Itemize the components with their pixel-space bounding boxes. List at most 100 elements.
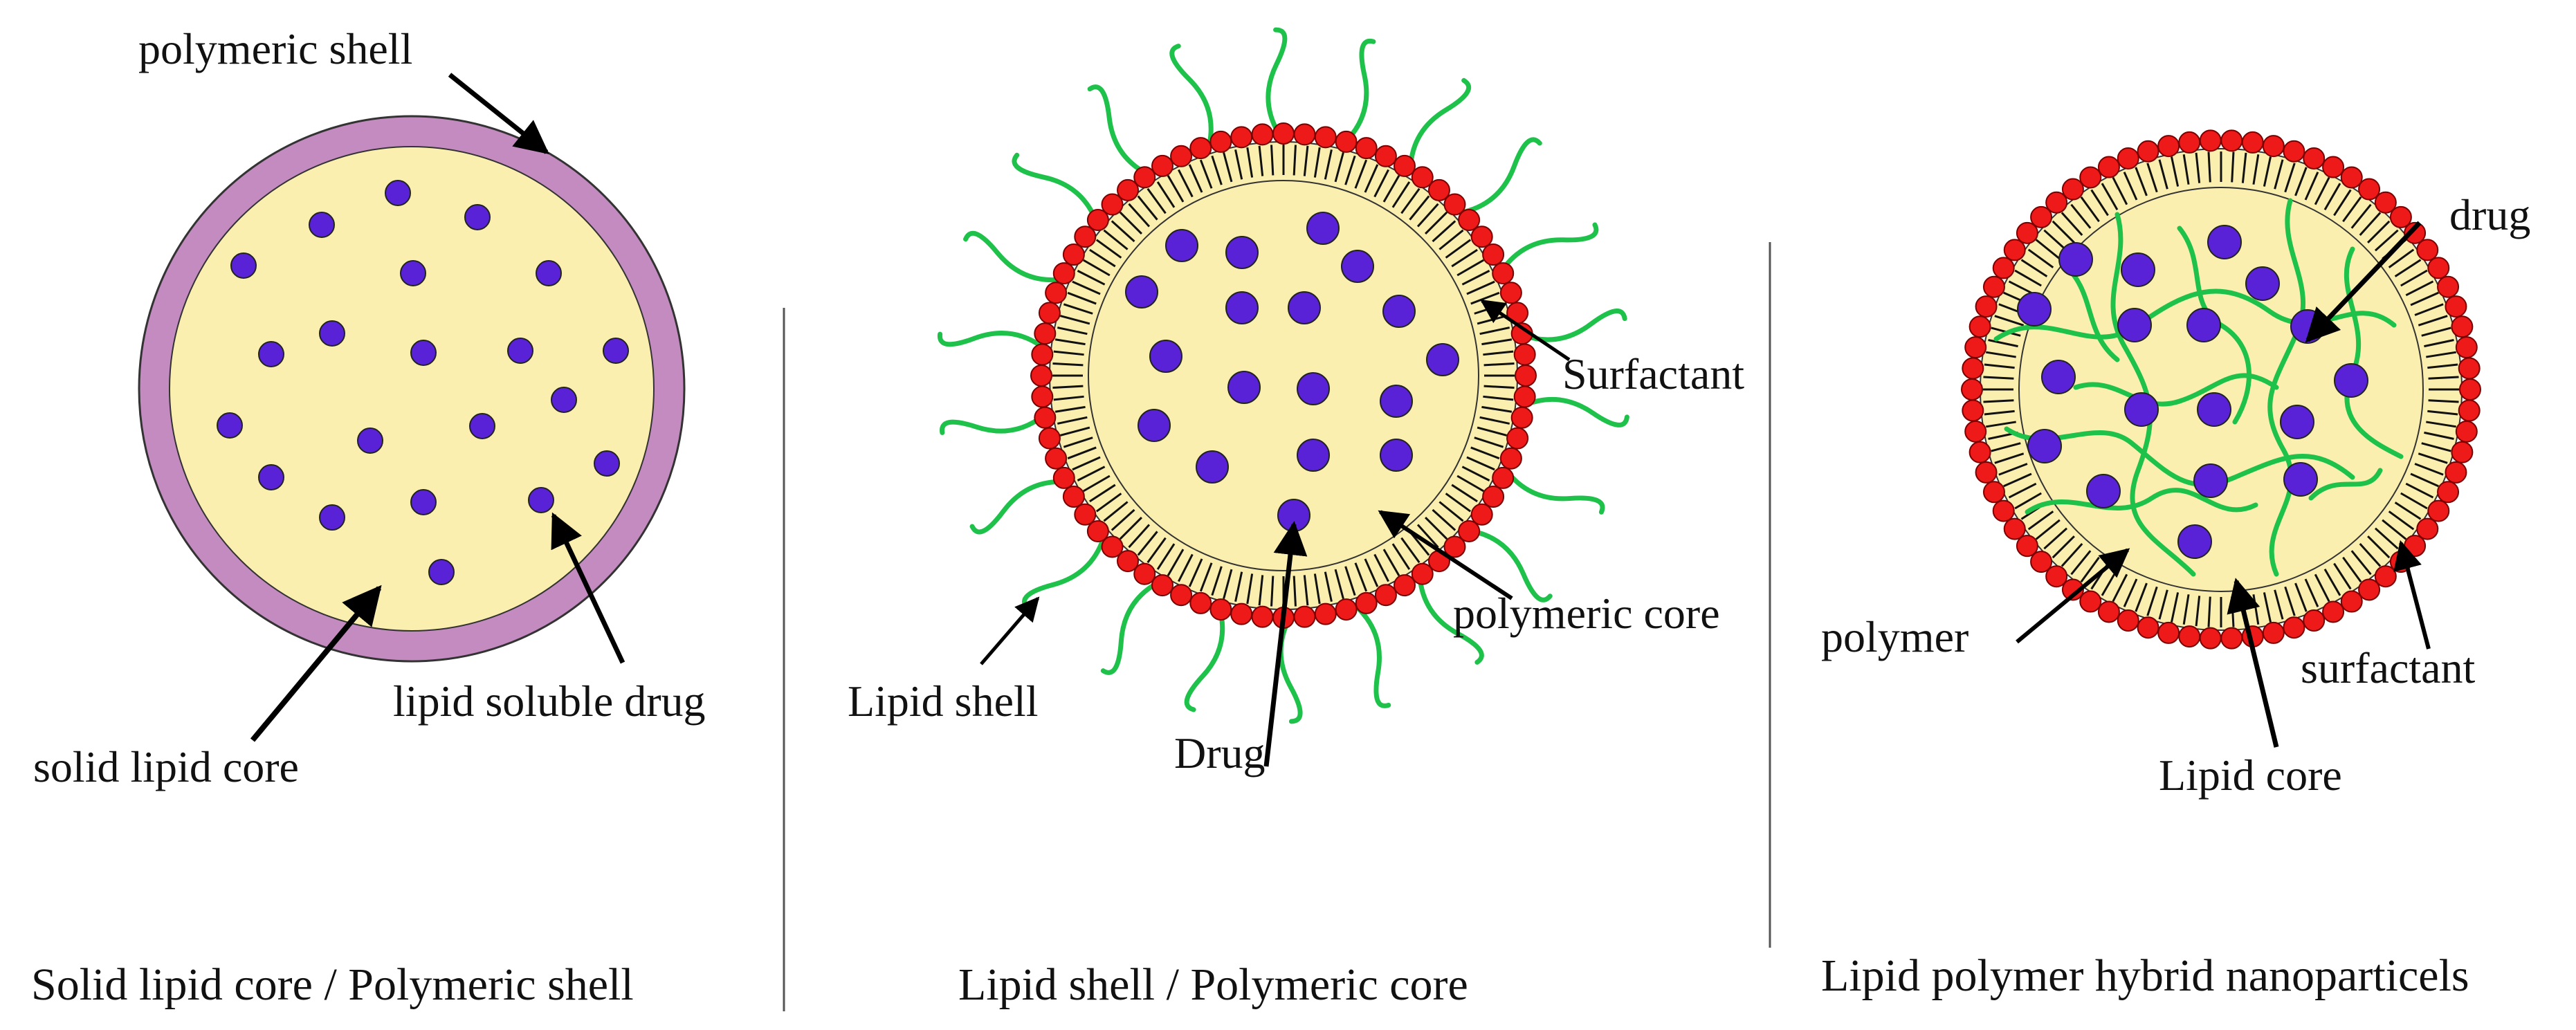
lipid-tail	[1409, 195, 1430, 221]
lipid-head	[2437, 481, 2460, 504]
lipid-tail	[1303, 575, 1309, 606]
polymer-chain	[2267, 198, 2306, 577]
lipid-tail	[1270, 576, 1275, 607]
lipid-tail	[1483, 385, 1515, 389]
lipid-tail	[2014, 269, 2042, 287]
lipid-tail	[1416, 524, 1439, 549]
arrow-solid-lipid-core	[250, 585, 382, 742]
lipid-head	[1510, 406, 1533, 429]
lipid-head	[1411, 166, 1434, 189]
lipid-head	[1492, 262, 1515, 285]
lipid-head	[2404, 221, 2427, 244]
lipid-head	[2455, 336, 2478, 359]
drug-particle	[1297, 439, 1330, 472]
lipid-tail	[2061, 542, 2083, 567]
lipid-tail	[2080, 196, 2100, 223]
lipid-tail	[1057, 416, 1088, 425]
lipid-tail	[1481, 405, 1513, 413]
lipid-head	[2220, 129, 2243, 152]
caption-panel-3: Lipid polymer hybrid nanoparticels	[1821, 950, 2469, 1001]
lipid-head	[2199, 627, 2222, 650]
lipid-head	[1458, 519, 1481, 542]
lipid-tail	[2421, 442, 2451, 452]
lipid-tail	[2359, 212, 2382, 237]
drug-particle	[1426, 343, 1459, 376]
drug-particle	[603, 338, 629, 364]
lipid-tail	[2263, 156, 2272, 187]
lipid-tail	[2414, 463, 2444, 476]
lipid-tail	[1072, 280, 1101, 295]
lipid-head	[2262, 135, 2285, 158]
lipid-head	[2374, 191, 2397, 214]
lipid-head	[2389, 205, 2412, 228]
lipid-tail	[1067, 291, 1097, 305]
lipid-tail	[1994, 315, 2025, 327]
lipid-tail	[2424, 431, 2454, 440]
lipid-head	[1964, 420, 1987, 443]
lipid-tail	[2333, 562, 2352, 590]
lipid-head	[2416, 517, 2439, 540]
lipid-tail	[1111, 220, 1135, 243]
lipid-head	[2445, 461, 2467, 484]
lipid-tail	[1188, 558, 1203, 587]
polymer-chain	[2073, 373, 2279, 407]
drug-particle	[2334, 363, 2368, 398]
lipid-tail	[1223, 151, 1233, 183]
drug-particle	[536, 260, 562, 286]
lipid-tail	[2241, 152, 2247, 183]
drug-particle	[2117, 308, 2152, 342]
peg-chain	[1355, 605, 1391, 708]
lipid-head	[1038, 427, 1061, 450]
lipid-tail	[1053, 395, 1084, 401]
lipid-tail	[1313, 147, 1321, 178]
lipid-tail	[1246, 573, 1254, 605]
lipid-head	[2045, 565, 2068, 588]
lipid-tail	[1313, 573, 1321, 605]
lipid-tail	[2158, 159, 2168, 190]
peg-chain	[1344, 38, 1376, 143]
lipid-tail	[1373, 169, 1389, 198]
panel-lipid-shell: Surfactant polymeric core Lipid shell Dr…	[848, 27, 1744, 1010]
drug-particles-group	[217, 180, 629, 585]
lipid-head	[1443, 535, 1466, 558]
lipid-head	[1045, 282, 1068, 304]
lipid-head	[1062, 243, 1085, 266]
lipid-tail	[2323, 183, 2341, 210]
lipid-tail	[2284, 163, 2296, 193]
lipid-tail	[1984, 363, 2015, 369]
lipid-tail	[2342, 556, 2362, 583]
lipid-tail	[1344, 155, 1356, 185]
lipid-head	[1470, 503, 1493, 526]
lipid-head	[1101, 535, 1124, 558]
lipid-head	[1117, 550, 1140, 573]
lipid-tail	[1466, 456, 1495, 471]
lipid-head	[2262, 621, 2285, 644]
lipid-tail	[2400, 492, 2428, 510]
lipid-tail	[2195, 152, 2201, 183]
lipid-tail	[2052, 535, 2075, 559]
drug-particle	[2283, 462, 2318, 497]
peg-chain	[1100, 580, 1159, 675]
lipid-head	[1335, 130, 1358, 153]
lipid-tail	[2314, 176, 2330, 205]
arrow-drug	[2305, 221, 2422, 343]
lipid-head	[1031, 343, 1054, 366]
lipid-head	[2199, 129, 2222, 152]
lipid-head	[2157, 135, 2180, 158]
lipid-tail	[2274, 159, 2284, 190]
drug-particle	[1225, 236, 1259, 269]
drug-particle	[258, 341, 284, 367]
lipid-tail	[1188, 164, 1203, 193]
drug-particle	[528, 487, 554, 513]
lipid-tail	[2304, 172, 2319, 201]
lipid-tail	[2101, 183, 2119, 210]
lipid-head	[1513, 385, 1536, 408]
lipid-head	[2117, 147, 2139, 169]
peg-chain	[963, 230, 1063, 283]
lipid-tail	[2388, 511, 2415, 531]
arrow-lipid-core	[2227, 578, 2279, 748]
lipid-tail	[2410, 291, 2439, 306]
lipid-tail	[2367, 220, 2391, 243]
lipid-tail	[1258, 575, 1264, 606]
lipid-head	[2117, 609, 2139, 632]
